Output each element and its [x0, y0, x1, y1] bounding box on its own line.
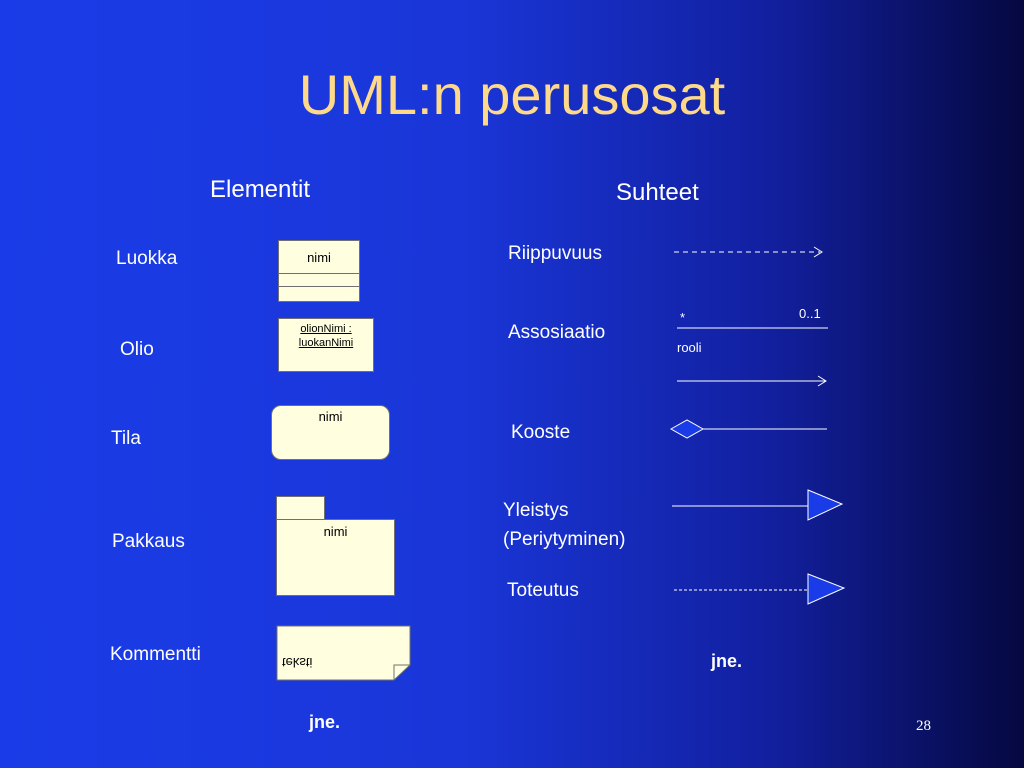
elements-heading: Elementit: [210, 176, 311, 203]
relations-heading: Suhteet: [616, 179, 699, 206]
kommentti-label: Kommentti: [110, 644, 201, 665]
kooste-label: Kooste: [511, 422, 571, 443]
class-box: nimi: [278, 240, 360, 302]
navigable-association-arrow: [677, 375, 827, 387]
association-line: [677, 327, 828, 329]
object-name-line2: luokanNimi: [298, 337, 354, 349]
comment-note-shape: [276, 625, 411, 681]
riippuvuus-label: Riippuvuus: [508, 243, 602, 264]
object-name-line1: olionNimi :: [300, 323, 352, 335]
pakkaus-label: Pakkaus: [112, 531, 185, 552]
association-role: rooli: [677, 340, 702, 355]
association-multiplicity-left: *: [680, 310, 686, 325]
elements-etc: jne.: [309, 712, 341, 732]
olio-label: Olio: [120, 339, 154, 360]
class-name: nimi: [279, 241, 359, 274]
generalization-arrow: [672, 489, 844, 521]
assosiaatio-label: Assosiaatio: [508, 322, 606, 343]
object-box: olionNimi : luokanNimi: [278, 318, 374, 372]
periytyminen-label: (Periytyminen): [503, 529, 626, 550]
package-box: nimi: [276, 519, 395, 596]
dependency-arrow: [674, 246, 823, 258]
relations-etc: jne.: [711, 651, 743, 671]
package-name: nimi: [323, 524, 348, 539]
aggregation-diamond-line: [669, 419, 827, 439]
toteutus-label: Toteutus: [507, 580, 579, 601]
luokka-label: Luokka: [116, 248, 178, 269]
slide-title: UML:n perusosat: [298, 63, 726, 126]
yleistys-label: Yleistys: [503, 500, 569, 521]
association-multiplicity-right: 0..1: [799, 306, 821, 321]
state-name: nimi: [318, 409, 343, 424]
page-number: 28: [916, 718, 931, 734]
tila-label: Tila: [111, 428, 141, 449]
realization-arrow: [674, 573, 846, 605]
package-tab: [276, 496, 325, 520]
state-box: nimi: [271, 405, 390, 460]
comment-text: teksti: [282, 655, 313, 670]
class-attributes-compartment: [279, 274, 359, 287]
